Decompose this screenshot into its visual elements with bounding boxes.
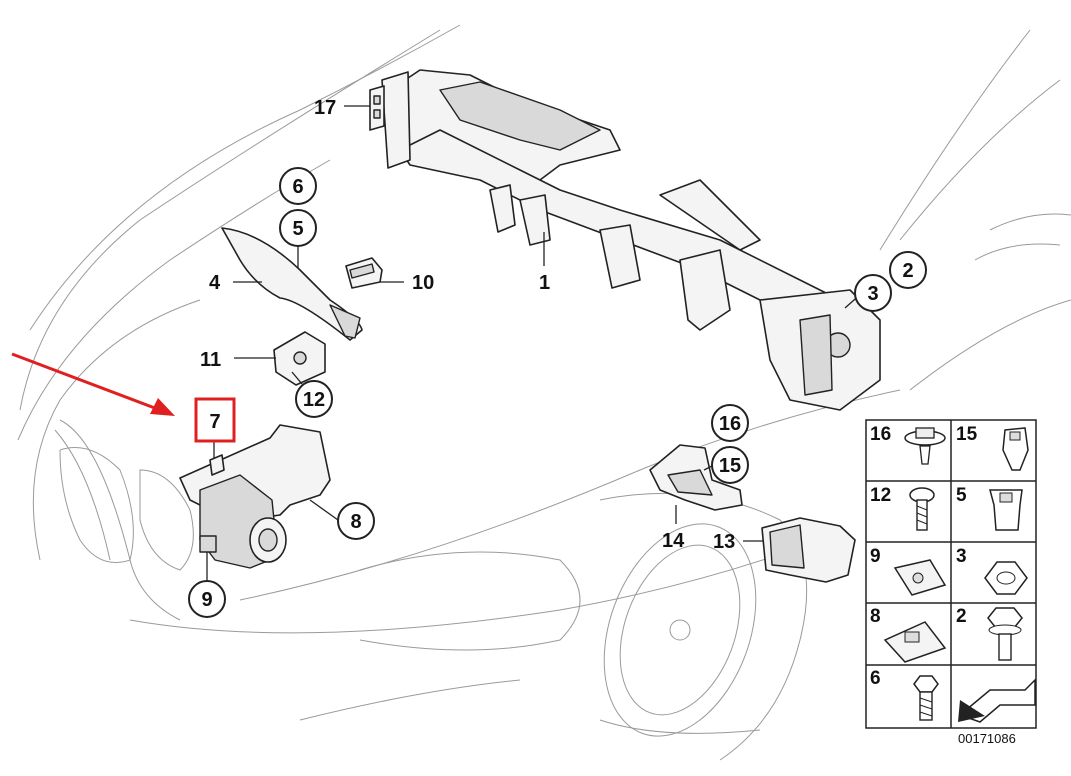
part-10-clip [345, 257, 383, 289]
callout-16-circle [711, 404, 749, 442]
legend-label-8: 8 [870, 606, 881, 627]
callout-4: 4 [209, 272, 221, 294]
diagram-code: 00171086 [958, 731, 1016, 746]
callout-7: 7 [209, 411, 220, 433]
callout-2-circle [889, 251, 927, 289]
part-4-cover [221, 227, 363, 341]
callout-15: 15 [719, 455, 741, 477]
callout-5-circle [279, 209, 317, 247]
callout-9-circle [188, 580, 226, 618]
callout-12: 12 [303, 389, 325, 411]
callout-10: 10 [412, 272, 434, 294]
callout-8-circle [337, 502, 375, 540]
callout-11: 11 [200, 349, 221, 371]
callout-17: 17 [314, 97, 336, 119]
part-1-crossmember [381, 69, 881, 411]
hex-nut-icon [984, 561, 1028, 595]
callout-13: 13 [713, 531, 735, 553]
direction-arrow-icon [958, 678, 1036, 723]
bolt-icon [913, 675, 939, 721]
screw-icon [909, 487, 935, 531]
callout-8: 8 [350, 511, 361, 533]
part-11-bracket [273, 331, 326, 386]
callout-5: 5 [292, 218, 303, 240]
part-13-bracket [761, 517, 856, 583]
legend-label-6: 6 [870, 668, 881, 689]
highlight-arrow [11, 352, 175, 416]
callout-9: 9 [201, 589, 212, 611]
u-nut-icon [883, 621, 947, 663]
callout-14: 14 [662, 530, 685, 552]
callout-labels: 17 6 5 4 10 1 2 3 11 12 7 8 9 16 15 14 1… [188, 97, 927, 618]
fastener-legend-grid: 16 15 12 5 9 3 [865, 419, 1037, 729]
callout-15-circle [711, 446, 749, 484]
legend-label-12: 12 [870, 485, 891, 506]
legend-label-15: 15 [956, 424, 978, 445]
leader-lines [206, 105, 864, 582]
callout-3: 3 [867, 283, 878, 305]
legend-label-3: 3 [956, 546, 967, 567]
clip-nut-icon [1002, 427, 1029, 471]
part-8-housing [179, 424, 331, 569]
callout-3-circle [854, 274, 892, 312]
legend-label-5: 5 [956, 485, 967, 506]
callout-1: 1 [539, 272, 550, 294]
callout-16: 16 [719, 413, 741, 435]
callout-2: 2 [902, 260, 913, 282]
hex-bolt-icon [987, 607, 1023, 661]
part-14-bracket [649, 444, 743, 511]
legend-label-16: 16 [870, 424, 891, 445]
callout-7-highlight-box [194, 397, 236, 443]
flange-nut-icon [904, 427, 946, 465]
callout-6-circle [279, 167, 317, 205]
part-17-bracket [369, 85, 385, 131]
callout-6: 6 [292, 176, 303, 198]
expanding-nut-icon [989, 489, 1023, 531]
legend-label-2: 2 [956, 606, 967, 627]
legend-label-9: 9 [870, 546, 881, 567]
callout-12-circle [295, 380, 333, 418]
spring-clip-icon [893, 559, 947, 596]
